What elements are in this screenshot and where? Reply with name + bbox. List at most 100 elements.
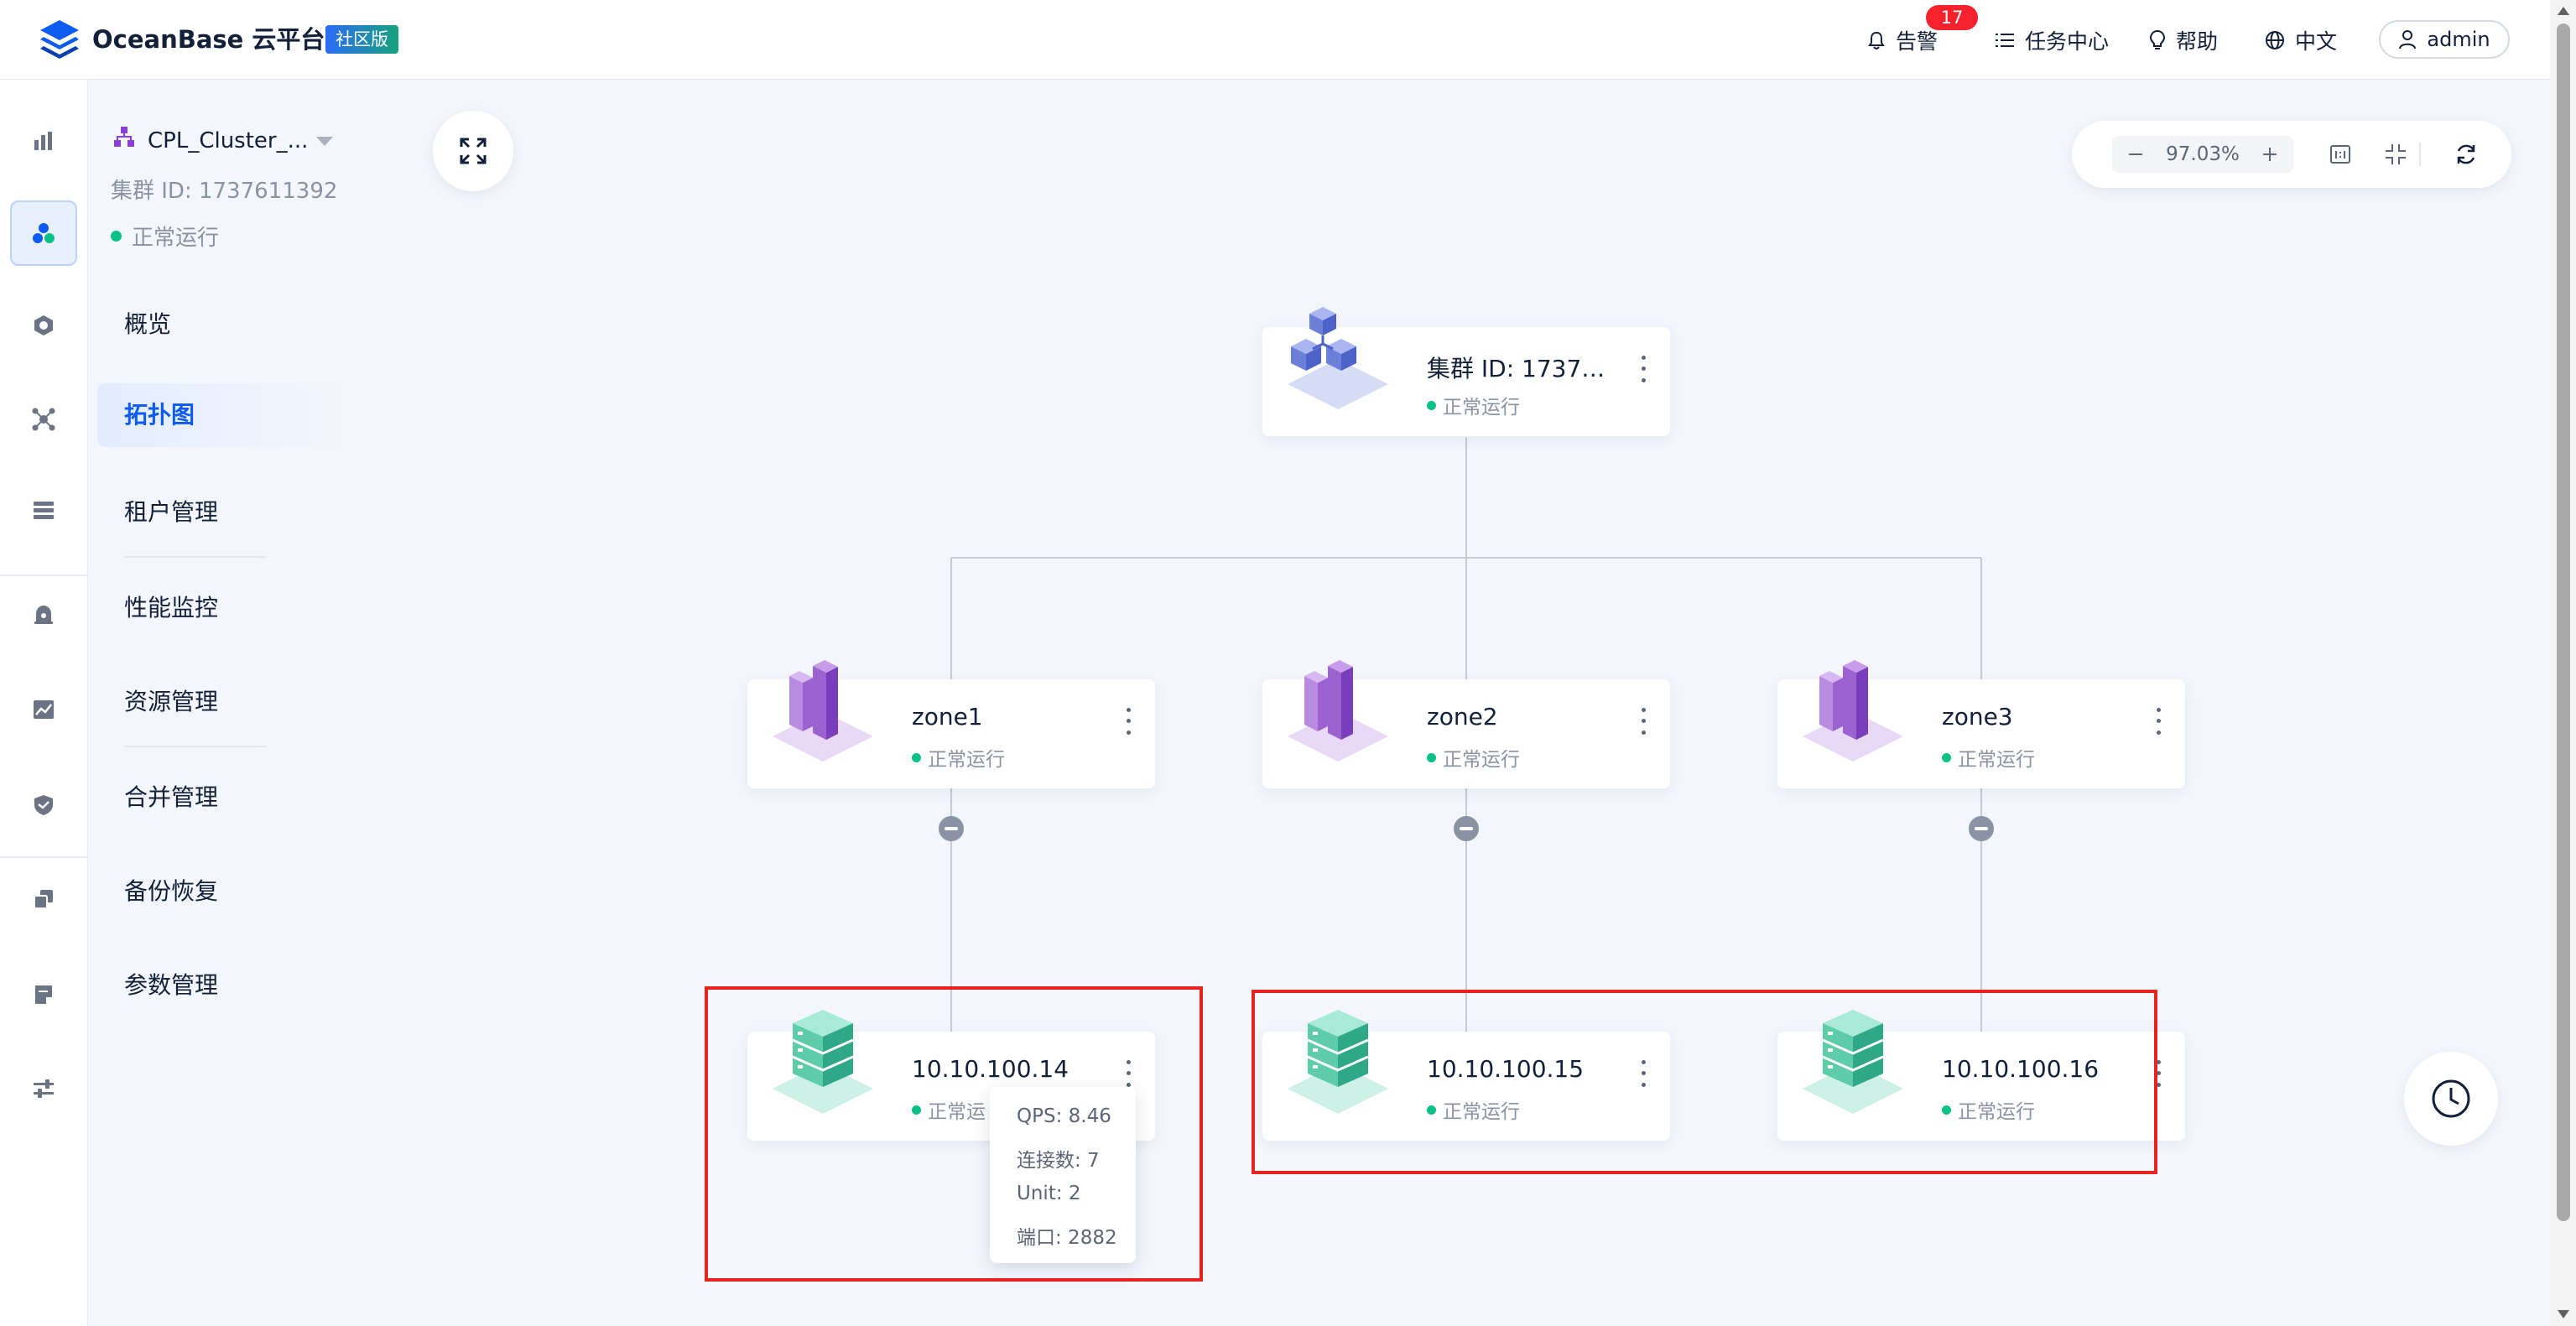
actual-size-button[interactable] bbox=[2322, 136, 2359, 173]
zoom-in-button[interactable] bbox=[2253, 136, 2287, 173]
actual-size-icon bbox=[2330, 145, 2350, 164]
more-menu-icon[interactable] bbox=[1121, 705, 1135, 738]
more-menu-icon[interactable] bbox=[2152, 705, 2165, 738]
cluster-cubes-icon bbox=[1288, 307, 1388, 409]
hexagon-icon bbox=[34, 315, 53, 335]
rail-storage[interactable] bbox=[10, 477, 77, 543]
rail-overview[interactable] bbox=[10, 108, 77, 174]
menu-item-resource[interactable]: 资源管理 bbox=[124, 688, 219, 715]
collapse-zone-toggle[interactable] bbox=[1454, 816, 1479, 841]
rail-notes[interactable] bbox=[10, 962, 77, 1027]
oceanbase-logo-icon[interactable] bbox=[37, 18, 82, 60]
rail-topology[interactable] bbox=[10, 387, 77, 452]
minus-icon bbox=[2129, 153, 2142, 155]
tooltip-qps: QPS: 8.46 bbox=[1017, 1105, 1111, 1127]
cluster-node[interactable]: 集群 ID: 1737… 正常运行 bbox=[1262, 307, 1670, 436]
server-stack-icon bbox=[773, 1010, 873, 1114]
rail-divider bbox=[0, 856, 87, 858]
zoom-level: 97.03% bbox=[2166, 143, 2240, 165]
module-rail bbox=[0, 80, 88, 1326]
server-node-status: 正常运行 bbox=[1427, 1095, 1520, 1124]
status-dot-icon bbox=[912, 1105, 921, 1115]
status-text: 正常运 bbox=[928, 1101, 986, 1123]
highlight-box bbox=[705, 986, 1203, 1282]
bar-chart-icon bbox=[34, 132, 52, 150]
zoom-out-button[interactable] bbox=[2119, 136, 2152, 173]
cluster-status-text: 正常运行 bbox=[132, 226, 220, 251]
refresh-button[interactable] bbox=[2448, 136, 2485, 173]
collapse-zone-toggle[interactable] bbox=[1969, 816, 1994, 841]
scroll-down-arrow-icon[interactable] bbox=[2558, 1310, 2569, 1318]
more-menu-icon[interactable] bbox=[1637, 1057, 1650, 1090]
note-icon bbox=[35, 985, 52, 1004]
rail-cluster[interactable] bbox=[10, 200, 77, 266]
zone-node-status: 正常运行 bbox=[912, 743, 1005, 772]
history-button[interactable] bbox=[2404, 1052, 2498, 1146]
server-node[interactable]: 10.10.100.15 正常运行 bbox=[1262, 1010, 1670, 1141]
status-dot-icon bbox=[1942, 752, 1951, 762]
menu-item-merge[interactable]: 合并管理 bbox=[124, 783, 219, 811]
status-text: 正常运行 bbox=[1443, 749, 1520, 771]
tooltip-unit: Unit: 2 bbox=[1017, 1183, 1081, 1204]
menu-item-backup[interactable]: 备份恢复 bbox=[124, 877, 219, 905]
rail-alarm[interactable] bbox=[10, 581, 77, 647]
line-chart-icon bbox=[34, 700, 54, 719]
scrollbar-thumb[interactable] bbox=[2557, 23, 2570, 1221]
zone-buildings-icon bbox=[773, 660, 873, 762]
fit-view-icon bbox=[2386, 144, 2406, 164]
server-node[interactable]: 10.10.100.16 正常运行 bbox=[1777, 1010, 2185, 1141]
alarm-count-badge: 17 bbox=[1926, 5, 1978, 30]
rail-security[interactable] bbox=[10, 772, 77, 838]
status-dot-icon bbox=[111, 231, 122, 242]
shield-icon bbox=[34, 795, 53, 815]
rail-monitor[interactable] bbox=[10, 677, 77, 742]
menu-item-performance[interactable]: 性能监控 bbox=[124, 594, 219, 621]
zone-node[interactable]: zone3 正常运行 bbox=[1777, 660, 2185, 788]
server-node[interactable]: 10.10.100.14 正常运 bbox=[747, 1010, 1155, 1141]
collapse-zone-toggle[interactable] bbox=[939, 816, 964, 841]
globe-icon bbox=[2266, 31, 2284, 49]
copy-icon bbox=[34, 890, 53, 909]
language-label: 中文 bbox=[2295, 29, 2338, 54]
user-menu-button[interactable]: admin bbox=[2379, 20, 2510, 59]
refresh-icon bbox=[2457, 144, 2475, 164]
language-menu[interactable]: 中文 bbox=[2265, 25, 2337, 55]
rail-backup[interactable] bbox=[10, 866, 77, 932]
menu-item-tenant[interactable]: 租户管理 bbox=[124, 498, 219, 526]
zone-node[interactable]: zone2 正常运行 bbox=[1262, 660, 1670, 788]
zone-node[interactable]: zone1 正常运行 bbox=[747, 660, 1155, 788]
menu-item-parameters[interactable]: 参数管理 bbox=[124, 971, 219, 999]
network-icon bbox=[32, 408, 55, 431]
more-menu-icon[interactable] bbox=[1637, 705, 1650, 738]
scroll-up-arrow-icon[interactable] bbox=[2558, 7, 2569, 15]
status-dot-icon bbox=[1427, 400, 1436, 410]
more-menu-icon[interactable] bbox=[1637, 352, 1650, 386]
status-text: 正常运行 bbox=[1443, 397, 1520, 419]
rail-tenant[interactable] bbox=[10, 293, 77, 358]
zone-buildings-icon bbox=[1803, 660, 1903, 762]
status-text: 正常运行 bbox=[1443, 1101, 1520, 1123]
menu-divider bbox=[124, 746, 267, 747]
more-menu-icon[interactable] bbox=[2152, 1057, 2165, 1090]
task-center-menu[interactable]: 任务中心 bbox=[1995, 25, 2109, 55]
zone-buildings-icon bbox=[1288, 660, 1388, 762]
more-menu-icon[interactable] bbox=[1121, 1057, 1135, 1090]
menu-item-overview[interactable]: 概览 bbox=[124, 310, 172, 338]
clock-icon bbox=[2432, 1079, 2470, 1118]
server-stack-icon bbox=[1288, 1010, 1388, 1114]
topology-toolbar: 97.03% bbox=[2072, 121, 2511, 188]
cluster-tree-icon bbox=[114, 127, 134, 147]
fit-view-button[interactable] bbox=[2377, 136, 2414, 173]
status-text: 正常运行 bbox=[1958, 1101, 2035, 1123]
help-menu[interactable]: 帮助 bbox=[2149, 25, 2218, 55]
menu-item-topology[interactable]: 拓扑图 bbox=[97, 383, 349, 447]
status-dot-icon bbox=[1427, 1105, 1436, 1115]
zoom-control: 97.03% bbox=[2112, 136, 2293, 173]
fullscreen-button[interactable] bbox=[433, 111, 513, 191]
rail-settings[interactable] bbox=[10, 1056, 77, 1121]
alarm-menu[interactable]: 告警 bbox=[1867, 25, 1938, 55]
user-icon bbox=[2399, 30, 2417, 49]
cluster-selector[interactable]: CPL_Cluster_... bbox=[148, 128, 334, 153]
tooltip-port: 端口: 2882 bbox=[1017, 1227, 1117, 1249]
top-header: OceanBase 云平台 社区版 告警 17 任务中心 帮助 中文 bbox=[0, 0, 2550, 80]
